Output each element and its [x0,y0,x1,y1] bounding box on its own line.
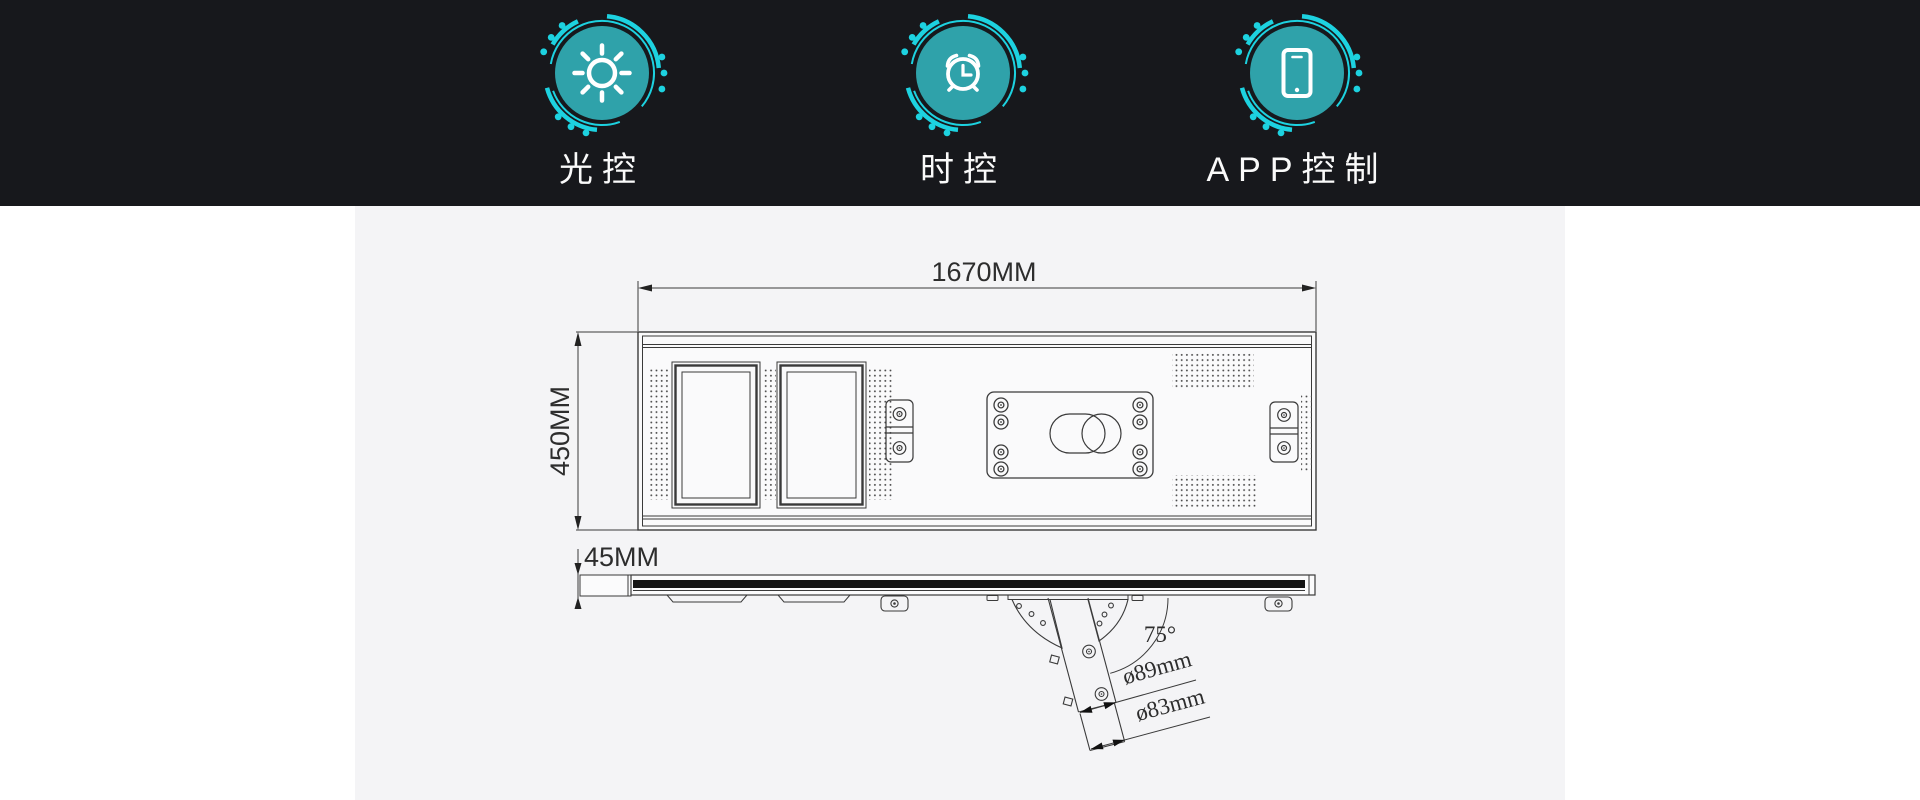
smartphone-icon [1225,1,1369,145]
lens-tab-1 [666,594,748,603]
solar-panel-strip [633,580,1305,588]
led-panel-2 [776,361,867,509]
pole-slot [1049,413,1106,454]
side-bracket-1 [880,595,909,612]
mounting-arm-drawing [1011,597,1129,752]
feature-label-time-control: 时控 [920,151,1006,189]
bolt-head-right [1131,595,1144,601]
sun-icon [530,1,674,145]
height-dimension-label: 450MM [545,386,575,476]
gusset-left [1011,598,1063,649]
clamp-bracket-left [885,399,914,463]
width-dimension: 1670MM [637,257,1317,331]
feature-app-control: APP控制 [1147,0,1447,206]
feature-time-control: 时控 [813,0,1113,206]
side-view-drawing [579,574,1316,612]
top-view-drawing [637,331,1317,531]
feature-light-control: 光控 [452,0,752,206]
width-dimension-label: 1670MM [931,257,1036,287]
header-band: 光控 时控 [0,0,1920,206]
thickness-dimension-label: 45MM [584,542,659,572]
feature-label-app-control: APP控制 [1206,151,1388,189]
angle-dimension: 75° [1110,597,1176,674]
height-dimension: 450MM [545,331,640,531]
vent-dot-fields [648,353,1312,508]
lens-tab-2 [777,594,851,603]
mounting-plate [986,391,1154,479]
arm-attach-bar [1007,594,1129,600]
clamp-bolt-2 [1062,696,1074,707]
feature-label-light-control: 光控 [559,151,645,189]
angle-dimension-label: 75° [1144,622,1176,647]
led-panel-1 [671,361,761,509]
thickness-dimension: 45MM [574,542,659,609]
clamp-bracket-right [1269,401,1299,463]
alarm-clock-icon [891,1,1035,145]
clamp-bolt-1 [1049,654,1060,665]
pole-hole [1081,413,1122,454]
side-bracket-2 [1264,596,1293,612]
bolt-head-left [986,595,999,601]
